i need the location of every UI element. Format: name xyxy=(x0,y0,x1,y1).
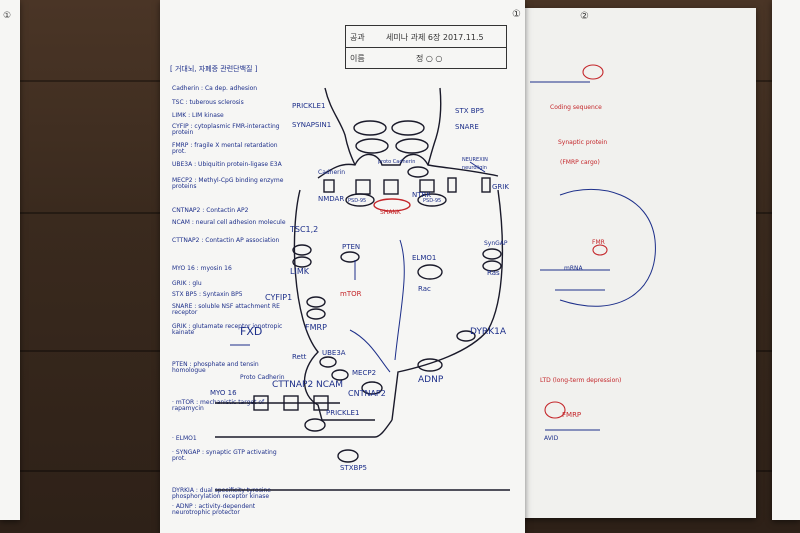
diagram-label-stxbp5-top: STX BP5 xyxy=(455,107,485,115)
diagram-label-synapsin: SYNAPSIN1 xyxy=(292,121,332,129)
diagram-label-cyfip1: CYFIP1 xyxy=(265,293,293,302)
diagram-label-ntrk: NTRK xyxy=(412,191,431,199)
diagram-label-cntnap2: CNTNAP2 xyxy=(348,389,386,398)
header-value: 정 ○ ○ xyxy=(416,54,443,63)
diagram-label-psd95-b: PSD-95 xyxy=(423,198,442,204)
glossary-entry: FMRP : fragile X mental retardation prot… xyxy=(172,142,278,155)
left-paper: ① xyxy=(0,0,20,520)
diagram-label-rac: Rac xyxy=(418,285,431,293)
header-row: 공과 세미나 과제 6장 2017.11.5 xyxy=(346,26,506,48)
glossary-entry: CTTNAP2 : Contactin AP association xyxy=(172,237,280,244)
header-value: 세미나 과제 6장 2017.11.5 xyxy=(386,33,484,42)
diagram-label-shank: SHANK xyxy=(380,209,401,216)
diagram-label-adnp: ADNP xyxy=(418,375,444,385)
right-note-fmrp: FMRP xyxy=(562,411,582,419)
diagram-label-cttnap2-ncam: CTTNAP2 NCAM xyxy=(272,380,343,390)
diagram-label-ube3a: UBE3A xyxy=(322,349,346,357)
glossary-entry: NCAM : neural cell adhesion molecule xyxy=(172,219,286,226)
glossary-title: [ 거대뇌, 자폐증 관련단백질 ] xyxy=(170,65,258,73)
diagram-label-prickle1-bottom: PRICKLE1 xyxy=(326,409,360,417)
glossary-entry: CYFIP : cytoplasmic FMR-interacting prot… xyxy=(172,123,280,136)
diagram-label-grik-right: GRIK xyxy=(492,183,509,191)
diagram-label-dyrk1a: DYRK1A xyxy=(470,327,506,337)
diagram-label-mtor: mTOR xyxy=(340,290,362,298)
diagram-label-psd95-a: PSD-95 xyxy=(348,198,367,204)
diagram-label-syngap: SynGAP xyxy=(484,240,508,247)
right-note-coding: Coding sequence xyxy=(550,104,602,111)
glossary-entry: GRIK : glutamate receptor ionotropic kai… xyxy=(172,323,283,336)
glossary-entry: PTEN : phosphate and tensin homologue xyxy=(172,361,259,374)
diagram-label-mecp2: MECP2 xyxy=(352,369,377,377)
header-row: 이름 정 ○ ○ xyxy=(346,47,506,68)
right-note-ltd: LTD (long-term depression) xyxy=(540,377,622,384)
diagram-label-myo16: MYO 16 xyxy=(210,389,237,397)
diagram-label-snare: SNARE xyxy=(455,123,479,131)
right-note-synaptic: Synaptic protein xyxy=(558,139,608,146)
diagram-label-rett: Rett xyxy=(292,353,307,361)
glossary-entry: · ADNP : activity-dependent neurotrophic… xyxy=(172,503,256,516)
glossary-entry: STX BP5 : Syntaxin BP5 xyxy=(172,291,243,298)
header-label: 공과 xyxy=(350,33,365,42)
header-label: 이름 xyxy=(350,54,365,63)
diagram-label-fxd: FXD xyxy=(240,325,263,338)
diagram-label-protocadherin: proto Cadherin xyxy=(378,159,416,165)
glossary-entry: GRIK : glu xyxy=(172,280,202,287)
glossary-entry: MECP2 : Methyl-CpG binding enzyme protei… xyxy=(172,177,284,190)
right-note-cargo: (FMRP cargo) xyxy=(560,159,600,166)
diagram-label-neuroligin: neuroligin xyxy=(462,165,487,171)
right-note-mrna: mRNA xyxy=(564,265,583,272)
diagram-label-pten: PTEN xyxy=(342,243,361,251)
diagram-label-fmrp: FMRP xyxy=(305,323,327,332)
glossary-entry: UBE3A : Ubiquitin protein-ligase E3A xyxy=(172,161,282,168)
main-sheet: ① xyxy=(160,0,525,533)
page-number: ① xyxy=(512,9,521,20)
diagram-label-nmdar: NMDAR xyxy=(318,195,345,203)
diagram-label-stxbp5-bottom: STXBP5 xyxy=(340,464,367,472)
diagram-label-limk: LIMK xyxy=(290,267,309,276)
glossary-entry: LIMK : LIM kinase xyxy=(172,112,224,119)
far-right-paper xyxy=(772,0,800,520)
diagram-label-proto-cadherin-b: Proto Cadherin xyxy=(240,374,285,381)
diagram-label-tsc12: TSC1,2 xyxy=(290,225,319,234)
right-sheet: ② Coding sequence Synaptic protein (FMRP… xyxy=(520,8,756,518)
diagram-label-ras: Ras xyxy=(487,269,500,277)
header-table: 공과 세미나 과제 6장 2017.11.5 이름 정 ○ ○ xyxy=(345,25,507,69)
glossary-entry: · SYNGAP : synaptic GTP activating prot. xyxy=(172,449,277,462)
diagram-label-neurexin: NEUREXIN xyxy=(462,157,488,163)
glossary-entry: SNARE : soluble NSF attachment RE recept… xyxy=(172,303,280,316)
glossary-entry: Cadherin : Ca dep. adhesion xyxy=(172,85,258,92)
diagram-label-prickle1-top: PRICKLE1 xyxy=(292,102,326,110)
page-number: ② xyxy=(580,11,589,22)
right-note-fmr: FMR xyxy=(592,239,605,246)
diagram-label-elmo1: ELMO1 xyxy=(412,254,437,262)
glossary-entry: CNTNAP2 : Contactin AP2 xyxy=(172,207,249,214)
glossary-entry: MYO 16 : myosin 16 xyxy=(172,265,232,272)
glossary-entry: · ELMO1 xyxy=(172,435,197,442)
glossary-entry: TSC : tuberous sclerosis xyxy=(172,99,244,106)
page-number: ① xyxy=(3,11,12,21)
diagram-label-cadherin-pre: Cadherin xyxy=(318,169,346,176)
right-note-avid: AVID xyxy=(544,435,559,442)
